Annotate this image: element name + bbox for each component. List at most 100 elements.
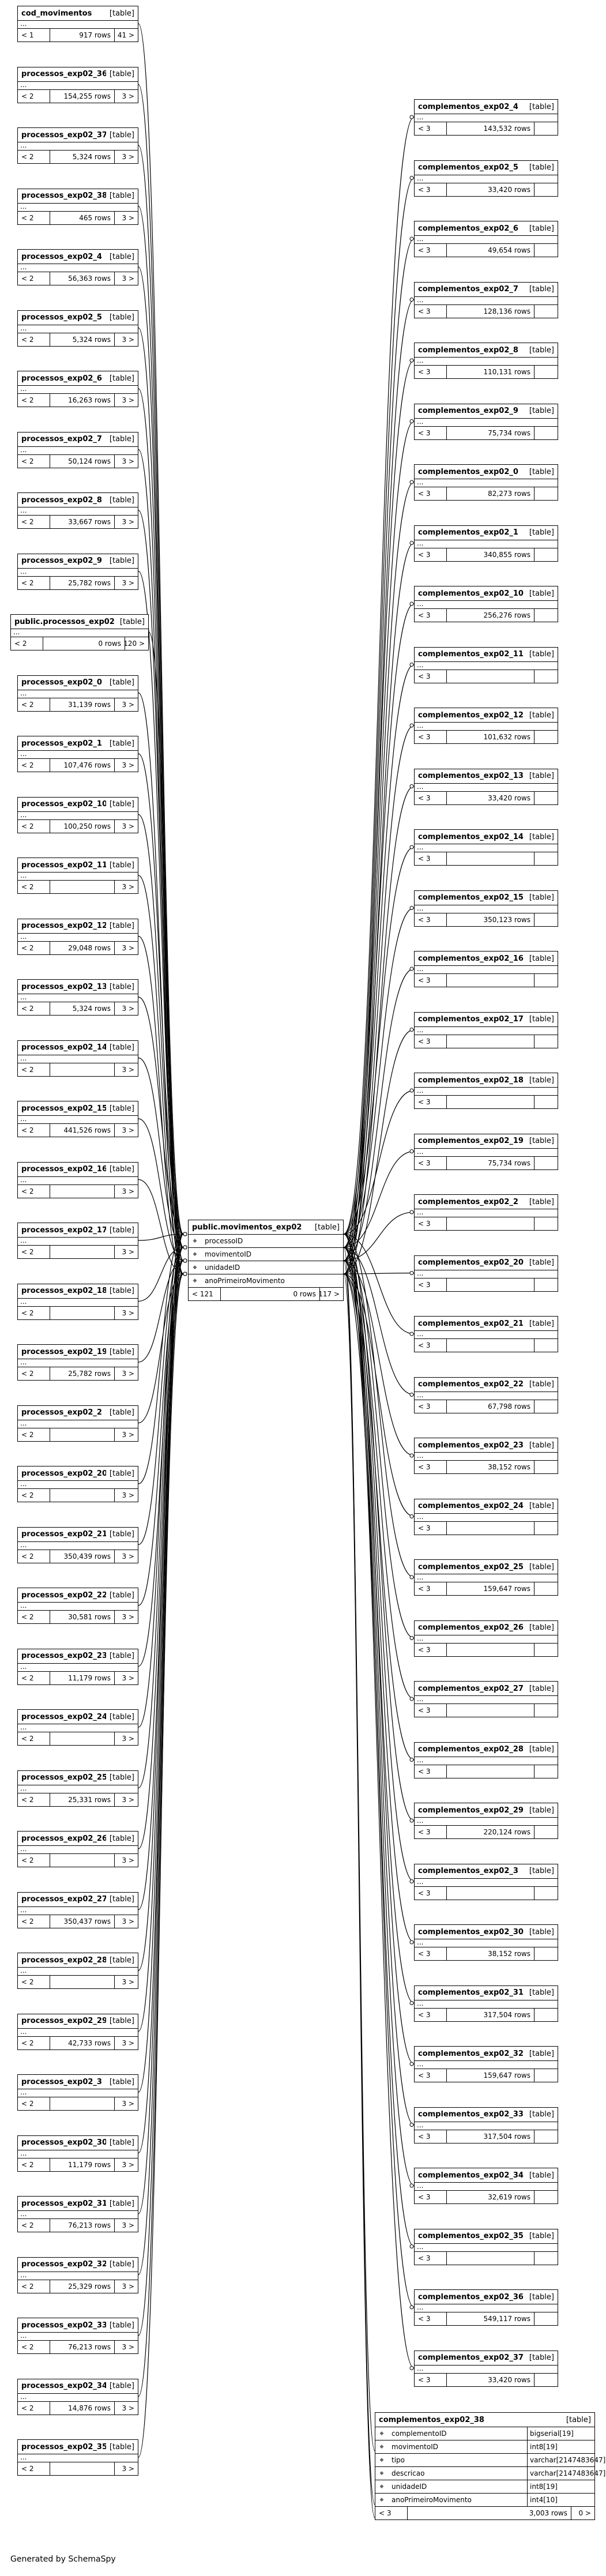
edge-right-24	[343, 1234, 415, 1578]
table-complementos-exp02-3[interactable]: complementos_exp02_3[table]...< 3	[414, 1863, 558, 1900]
parents-count: < 2	[18, 1184, 50, 1198]
row-count	[447, 1765, 535, 1778]
children-count: 41 >	[117, 31, 134, 39]
table-complementos-exp02-28[interactable]: complementos_exp02_28[table]...< 3	[414, 1742, 558, 1778]
children-count: 120 >	[123, 640, 145, 648]
edge-left-18	[138, 1118, 184, 1261]
table-complementos-exp02-11[interactable]: complementos_exp02_11[table]...< 3	[414, 646, 558, 683]
table-complementos-exp02-24[interactable]: complementos_exp02_24[table]...< 3	[414, 1498, 558, 1535]
table-complementos-exp02-16[interactable]: complementos_exp02_16[table]...< 3	[414, 951, 558, 987]
table-name: complementos_exp02_33	[418, 2111, 524, 2118]
children-count	[535, 1096, 558, 1108]
table-header: complementos_exp02_21[table]	[415, 1317, 558, 1331]
table-complementos-exp02-35[interactable]: complementos_exp02_35[table]...< 3	[414, 2228, 558, 2265]
table-complementos-exp02-21[interactable]: complementos_exp02_21[table]...< 3	[414, 1316, 558, 1352]
table-complementos-exp02-20[interactable]: complementos_exp02_20[table]...< 3	[414, 1255, 558, 1292]
table-complementos-exp02-26[interactable]: complementos_exp02_26[table]...< 3	[414, 1620, 558, 1657]
table-kind: [table]	[109, 556, 134, 565]
table-kind: [table]	[109, 1104, 134, 1113]
table-complementos-exp02-38[interactable]: complementos_exp02_38 [table] ◆complemen…	[375, 2412, 605, 2520]
table-header: complementos_exp02_7[table]	[415, 283, 558, 297]
table-header: processos_exp02_28[table]	[18, 1953, 138, 1968]
table-complementos-exp02-2[interactable]: complementos_exp02_2[table]...< 3	[414, 1194, 558, 1231]
table-complementos-exp02-18[interactable]: complementos_exp02_18[table]...< 3	[414, 1073, 558, 1109]
table-complementos-exp02-14[interactable]: complementos_exp02_14[table]...< 3	[414, 829, 558, 866]
table-public-movimentos-exp02[interactable]: public.movimentos_exp02 [table] ◆process…	[188, 1220, 344, 1301]
table-complementos-exp02-27[interactable]: complementos_exp02_27[table]...< 3	[414, 1681, 558, 1717]
edge-right-6	[343, 482, 415, 1261]
table-name: processos_exp02_36	[21, 70, 106, 78]
table-complementos-exp02-17[interactable]: complementos_exp02_17[table]...< 3	[414, 1011, 558, 1048]
